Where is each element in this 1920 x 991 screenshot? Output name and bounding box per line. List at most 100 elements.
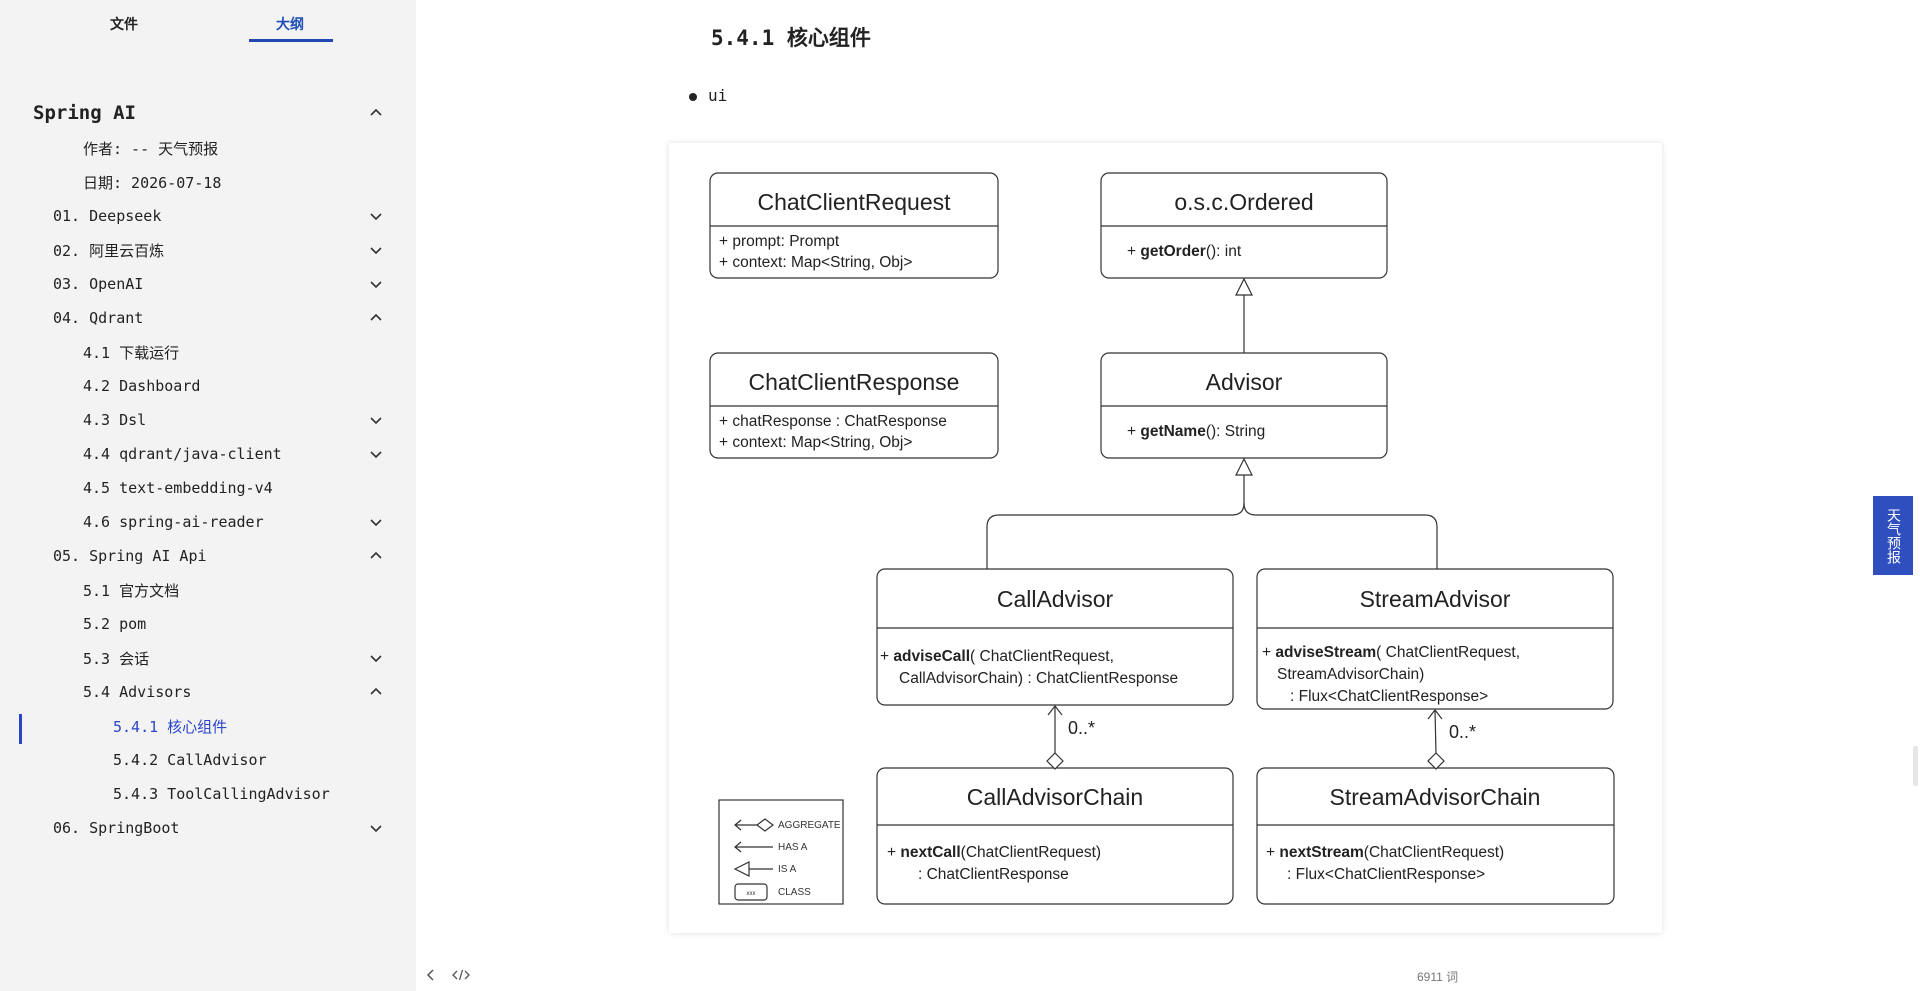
class-box-call-advisor (876, 568, 1234, 706)
tab-files[interactable]: 文件 (110, 17, 138, 33)
chevron-down-icon[interactable] (368, 650, 384, 666)
outline-item-label: 5.1 官方文档 (83, 581, 180, 600)
outline-item[interactable]: 4.2 Dashboard (0, 371, 416, 401)
class-method-cont: : Flux<ChatClientResponse> (1290, 688, 1488, 705)
word-count: 6911 词 (1417, 970, 1459, 984)
class-title-call-advisor-chain: CallAdvisorChain (967, 784, 1143, 810)
outline-item-label: 5.4.2 CallAdvisor (113, 751, 267, 769)
class-method: + adviseCall( ChatClientRequest, (880, 648, 1114, 665)
active-tab-underline (249, 39, 333, 42)
outline-item-label: 06. SpringBoot (53, 819, 180, 837)
outline-item-label: 04. Qdrant (53, 309, 144, 327)
chevron-down-icon[interactable] (368, 412, 384, 428)
legend-class-box-label: xxx (747, 891, 756, 897)
chevron-down-icon[interactable] (368, 276, 384, 292)
bottom-status-bar (416, 960, 1920, 991)
outline-item-label: 5.2 pom (83, 615, 147, 633)
class-title-ordered: o.s.c.Ordered (1174, 189, 1313, 215)
is-a-arrowhead (1235, 277, 1253, 296)
active-item-indicator (19, 714, 22, 744)
outline-item[interactable]: 4.4 qdrant/java-client (0, 439, 416, 469)
class-method: + nextStream(ChatClientRequest) (1266, 844, 1504, 861)
outline-root[interactable]: Spring AI (0, 96, 416, 130)
multiplicity-label: 0..* (1068, 718, 1095, 738)
uml-diagram: ChatClientRequest + prompt: Prompt + con… (669, 143, 1662, 933)
chevron-left-icon[interactable] (424, 968, 438, 982)
outline-item[interactable]: 06. SpringBoot (0, 813, 416, 843)
outline-item-label: 5.3 会话 (83, 649, 150, 668)
outline-item-label: 4.3 Dsl (83, 411, 147, 429)
outline-item[interactable]: 5.4.3 ToolCallingAdvisor (0, 779, 416, 809)
outline-item-label: 03. OpenAI (53, 275, 144, 293)
outline-item[interactable]: 5.1 官方文档 (0, 575, 416, 605)
class-method-cont: StreamAdvisorChain) (1277, 666, 1424, 683)
outline-item-label: 4.4 qdrant/java-client (83, 445, 282, 463)
outline-item[interactable]: 4.5 text-embedding-v4 (0, 473, 416, 503)
chevron-up-icon[interactable] (368, 310, 384, 326)
class-title-call-advisor: CallAdvisor (997, 586, 1114, 612)
outline-item-label: 4.1 下载运行 (83, 343, 180, 362)
outline-item[interactable]: 03. OpenAI (0, 269, 416, 299)
is-a-line-call-advisor (986, 475, 1245, 569)
class-title-advisor: Advisor (1206, 369, 1283, 395)
outline-item[interactable]: 4.1 下载运行 (0, 337, 416, 367)
legend-box (718, 799, 844, 905)
chevron-up-icon[interactable] (368, 684, 384, 700)
class-title-stream-advisor-chain: StreamAdvisorChain (1330, 784, 1541, 810)
outline-item-label: 05. Spring AI Api (53, 547, 207, 565)
class-field: + chatResponse : ChatResponse (719, 413, 947, 430)
outline-item[interactable]: 5.4.1 核心组件 (0, 711, 416, 741)
outline-item[interactable]: 02. 阿里云百炼 (0, 235, 416, 265)
outline-item-label: 5.4.1 核心组件 (113, 717, 228, 736)
chevron-up-icon[interactable] (368, 105, 384, 121)
outline-item-label: 5.4 Advisors (83, 683, 192, 701)
is-a-arrowhead (1235, 457, 1253, 476)
legend-aggregate: AGGREGATE (778, 820, 841, 831)
outline-item[interactable]: 5.4 Advisors (0, 677, 416, 707)
outline-item-label: 4.5 text-embedding-v4 (83, 479, 273, 497)
class-method: + adviseStream( ChatClientRequest, (1262, 644, 1520, 661)
chevron-down-icon[interactable] (368, 514, 384, 530)
class-method-cont: : ChatClientResponse (918, 866, 1069, 883)
tab-outline[interactable]: 大纲 (276, 17, 304, 33)
outline-item[interactable]: 05. Spring AI Api (0, 541, 416, 571)
outline-item[interactable]: 01. Deepseek (0, 201, 416, 231)
uml-diagram-svg: ChatClientRequest + prompt: Prompt + con… (709, 172, 1615, 905)
chevron-up-icon[interactable] (368, 548, 384, 564)
legend-class: CLASS (778, 887, 811, 898)
outline-item-label: 5.4.3 ToolCallingAdvisor (113, 785, 330, 803)
scrollbar-thumb[interactable] (1913, 746, 1918, 786)
class-method-cont: CallAdvisorChain) : ChatClientResponse (899, 670, 1178, 687)
class-field: + prompt: Prompt (719, 233, 840, 250)
bullet-dot (689, 93, 697, 101)
aggregate-diamond (1427, 752, 1445, 770)
code-icon[interactable] (452, 968, 470, 982)
weather-side-tag[interactable]: 天气预报 (1873, 496, 1913, 575)
chevron-down-icon[interactable] (368, 208, 384, 224)
outline-item[interactable]: 4.3 Dsl (0, 405, 416, 435)
section-heading: 5.4.1 核心组件 (711, 26, 871, 50)
has-a-arrowhead (1047, 705, 1063, 716)
bullet-text: ui (708, 86, 728, 105)
chevron-down-icon[interactable] (368, 242, 384, 258)
outline-item[interactable]: 4.6 spring-ai-reader (0, 507, 416, 537)
outline-item[interactable]: 5.4.2 CallAdvisor (0, 745, 416, 775)
sidebar: 文件 大纲 Spring AI 作者: -- 天气预报日期: 2026-07-18… (0, 0, 416, 991)
outline-item-label: 4.2 Dashboard (83, 377, 201, 395)
class-method: + nextCall(ChatClientRequest) (887, 844, 1101, 861)
multiplicity-label: 0..* (1449, 722, 1476, 742)
outline-item-label: 4.6 spring-ai-reader (83, 513, 264, 531)
outline-item[interactable]: 5.2 pom (0, 609, 416, 639)
class-title-stream-advisor: StreamAdvisor (1360, 586, 1511, 612)
outline-item[interactable]: 5.3 会话 (0, 643, 416, 673)
outline-item-label: Spring AI (33, 102, 136, 124)
chevron-down-icon[interactable] (368, 820, 384, 836)
outline-item[interactable]: 作者: -- 天气预报 (0, 133, 416, 163)
class-method-cont: : Flux<ChatClientResponse> (1287, 866, 1485, 883)
outline-item[interactable]: 04. Qdrant (0, 303, 416, 333)
outline-item-label: 02. 阿里云百炼 (53, 241, 165, 260)
aggregate-line-stream (1434, 709, 1437, 754)
class-title-chat-client-request: ChatClientRequest (757, 189, 951, 215)
chevron-down-icon[interactable] (368, 446, 384, 462)
outline-item[interactable]: 日期: 2026-07-18 (0, 167, 416, 197)
